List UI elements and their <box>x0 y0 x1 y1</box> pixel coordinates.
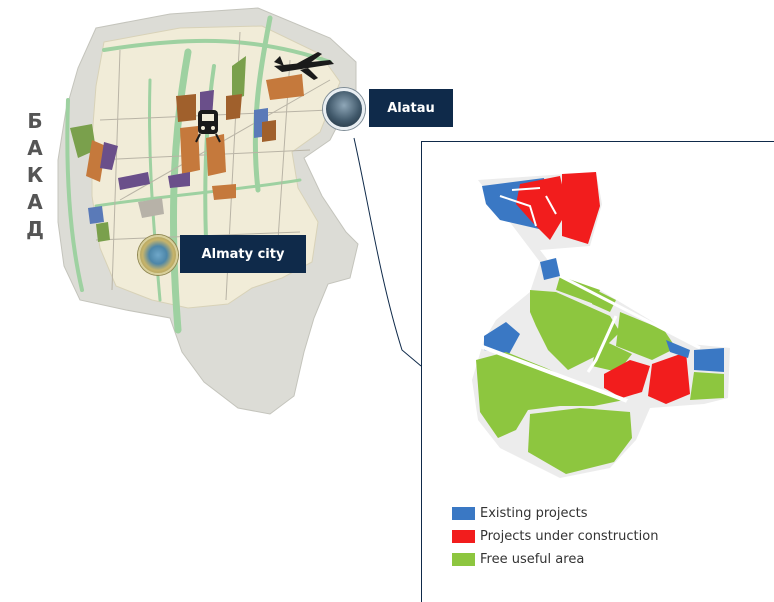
development-patches <box>70 56 304 242</box>
inset-frame <box>421 141 774 602</box>
bakad-letter: Д <box>26 217 44 241</box>
almaty-city-callout[interactable]: Almaty city <box>180 235 306 273</box>
legend: Existing projects Projects under constru… <box>452 502 658 571</box>
legend-item-existing: Existing projects <box>452 502 658 525</box>
legend-label: Existing projects <box>480 506 588 521</box>
train-icon <box>195 110 221 143</box>
site-plan-inset <box>472 172 730 478</box>
bakad-letter: А <box>27 190 43 214</box>
legend-item-under-construction: Projects under construction <box>452 525 658 548</box>
almaty-emblem-marker[interactable] <box>138 235 178 275</box>
legend-swatch <box>452 507 475 520</box>
bakad-vertical-label: Б А К А Д <box>20 108 50 243</box>
legend-swatch <box>452 530 475 543</box>
inset-connector <box>353 137 422 367</box>
legend-item-free-area: Free useful area <box>452 548 658 571</box>
alatau-callout[interactable]: Alatau <box>369 89 453 127</box>
bakad-letter: А <box>27 136 43 160</box>
legend-swatch <box>452 553 475 566</box>
map-scene <box>57 7 730 478</box>
alatau-photo-marker[interactable] <box>323 88 365 130</box>
bakad-letter: Б <box>27 109 43 133</box>
airplane-icon <box>274 52 334 80</box>
legend-label: Free useful area <box>480 552 585 567</box>
bakad-letter: К <box>26 163 44 187</box>
legend-label: Projects under construction <box>480 529 659 544</box>
